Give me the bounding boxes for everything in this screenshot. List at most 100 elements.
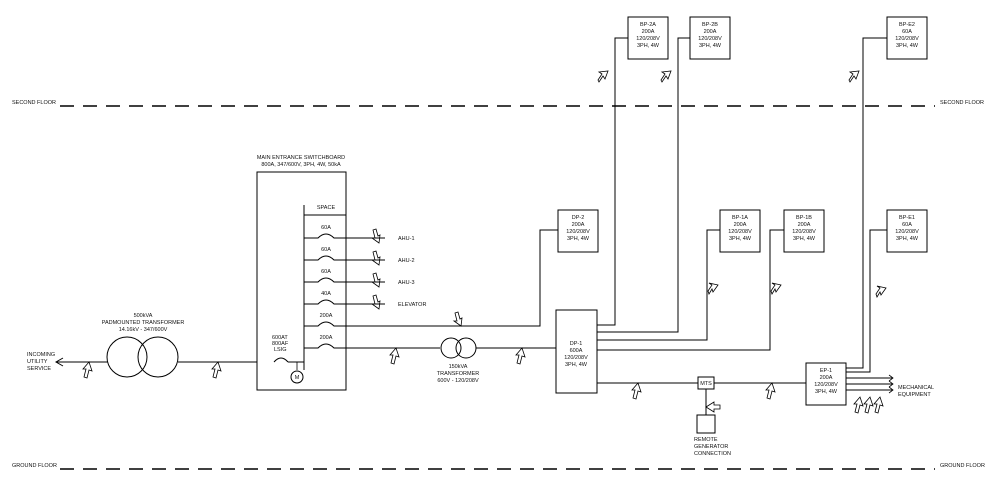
panel-bp1b-amps: 200A bbox=[798, 222, 811, 228]
incoming-label-3: SERVICE bbox=[27, 366, 51, 372]
panel-bp2b-volts: 120/208V bbox=[698, 36, 722, 42]
panel-ep1-name: EP-1 bbox=[820, 368, 832, 374]
arrow-icon bbox=[452, 311, 463, 327]
arrow-icon bbox=[863, 396, 874, 414]
arrow-icon bbox=[875, 285, 887, 298]
utility-transformer-label-3: 14.16kV - 347/600V bbox=[119, 327, 168, 333]
step-transformer-label-3: 600V - 120/208V bbox=[437, 378, 479, 384]
panel-bp2b-phase: 3PH, 4W bbox=[699, 43, 722, 49]
generator-label-3: CONNECTION bbox=[694, 451, 731, 457]
panel-dp2-amps: 200A bbox=[572, 222, 585, 228]
panel-dp1-name: DP-1 bbox=[570, 341, 583, 347]
arrow-icon bbox=[660, 70, 672, 83]
panel-bpe2-amps: 60A bbox=[902, 29, 912, 35]
breaker-ahu3-rating: 60A bbox=[321, 269, 331, 275]
step-transformer-label-1: 150kVA bbox=[449, 364, 468, 370]
arrow-icon bbox=[705, 401, 721, 413]
arrow-icon bbox=[765, 382, 776, 400]
panel-bp2a-amps: 200A bbox=[642, 29, 655, 35]
second-floor-line: SECOND FLOOR SECOND FLOOR bbox=[12, 100, 984, 107]
panel-bpe2-phase: 3PH, 4W bbox=[896, 43, 919, 49]
incoming-label-2: UTILITY bbox=[27, 359, 48, 365]
arrow-icon bbox=[370, 294, 381, 310]
transfer-switch-label: MTS bbox=[700, 381, 712, 387]
mechanical-label-2: EQUIPMENT bbox=[898, 392, 931, 398]
arrow-icon bbox=[631, 382, 642, 400]
panel-ep1-phase: 3PH, 4W bbox=[815, 389, 838, 395]
panel-bp2b-name: BP-2B bbox=[702, 22, 718, 28]
switchboard-title: MAIN ENTRANCE SWITCHBOARD bbox=[257, 155, 345, 161]
panel-ep1 bbox=[805, 362, 847, 406]
mechanical-label-1: MECHANICAL bbox=[898, 385, 934, 391]
arrow-icon bbox=[848, 70, 860, 83]
incoming-label-1: INCOMING bbox=[27, 352, 55, 358]
step-transformer-label-2: TRANSFORMER bbox=[437, 371, 480, 377]
panel-bp1a-phase: 3PH, 4W bbox=[729, 236, 752, 242]
breaker-dp2-rating: 200A bbox=[320, 313, 333, 319]
arrow-icon bbox=[370, 228, 381, 244]
breaker-transformer-rating: 200A bbox=[320, 335, 333, 341]
panel-dp2 bbox=[557, 209, 599, 253]
panel-bp1b-volts: 120/208V bbox=[792, 229, 816, 235]
arrow-icon bbox=[370, 250, 381, 266]
breaker-ahu2-rating: 60A bbox=[321, 247, 331, 253]
annotation-arrows bbox=[82, 70, 887, 414]
main-switchboard: MAIN ENTRANCE SWITCHBOARD 800A, 347/600V… bbox=[256, 155, 558, 391]
load-ahu1: AHU-1 bbox=[398, 236, 415, 242]
utility-transformer: 500kVA PADMOUNTED TRANSFORMER 14.16kV - … bbox=[102, 313, 185, 378]
main-breaker-type: LSIG bbox=[274, 347, 287, 353]
breaker-ahu1-rating: 60A bbox=[321, 225, 331, 231]
panel-dp1 bbox=[555, 309, 598, 394]
load-ahu3: AHU-3 bbox=[398, 280, 415, 286]
arrow-icon bbox=[707, 282, 719, 295]
panel-bp2b bbox=[689, 16, 731, 60]
panel-bp1b-phase: 3PH, 4W bbox=[793, 236, 816, 242]
panel-bp1a-name: BP-1A bbox=[732, 215, 748, 221]
second-floor-label-left: SECOND FLOOR bbox=[12, 100, 56, 106]
generator-label-1: REMOTE bbox=[694, 437, 718, 443]
breaker-elevator-rating: 40A bbox=[321, 291, 331, 297]
load-ahu2: AHU-2 bbox=[398, 258, 415, 264]
panel-bp2b-amps: 200A bbox=[704, 29, 717, 35]
panel-bpe1-name: BP-E1 bbox=[899, 215, 915, 221]
panel-bp2a-volts: 120/208V bbox=[636, 36, 660, 42]
ground-floor-label-left: GROUND FLOOR bbox=[12, 463, 57, 469]
arrow-icon bbox=[211, 361, 222, 379]
arrow-icon bbox=[597, 70, 609, 83]
panel-bp1b bbox=[783, 209, 825, 253]
arrow-icon bbox=[389, 347, 400, 365]
panel-bp1a bbox=[719, 209, 761, 253]
utility-transformer-label-2: PADMOUNTED TRANSFORMER bbox=[102, 320, 185, 326]
arrow-icon bbox=[370, 272, 381, 288]
panel-bp1a-amps: 200A bbox=[734, 222, 747, 228]
panel-dp2-volts: 120/208V bbox=[566, 229, 590, 235]
panel-bpe2 bbox=[886, 16, 928, 60]
meter-label: M bbox=[295, 375, 300, 381]
generator-box bbox=[696, 414, 716, 434]
ground-floor-label-right: GROUND FLOOR bbox=[940, 463, 985, 469]
arrow-icon bbox=[515, 347, 526, 365]
panel-dp1-amps: 600A bbox=[570, 348, 583, 354]
main-breaker-frame: 800AF bbox=[272, 341, 289, 347]
panel-bp1b-name: BP-1B bbox=[796, 215, 812, 221]
load-elevator: ELEVATOR bbox=[398, 302, 426, 308]
arrow-icon bbox=[82, 361, 93, 379]
panel-bpe2-volts: 120/208V bbox=[895, 36, 919, 42]
panel-bp1a-volts: 120/208V bbox=[728, 229, 752, 235]
panel-bp2a-name: BP-2A bbox=[640, 22, 656, 28]
step-down-transformer: 150kVA TRANSFORMER 600V - 120/208V bbox=[437, 337, 480, 384]
panel-dp1-phase: 3PH, 4W bbox=[565, 362, 588, 368]
panel-bp2a-phase: 3PH, 4W bbox=[637, 43, 660, 49]
main-breaker-trip: 600AT bbox=[272, 335, 288, 341]
panel-ep1-amps: 200A bbox=[820, 375, 833, 381]
arrow-icon bbox=[873, 396, 884, 414]
switchboard-rating: 800A, 347/600V, 3PH, 4W, 50kA bbox=[261, 162, 341, 168]
second-floor-label-right: SECOND FLOOR bbox=[940, 100, 984, 106]
generator-label-2: GENERATOR bbox=[694, 444, 728, 450]
ground-floor-line: GROUND FLOOR GROUND FLOOR bbox=[12, 463, 985, 470]
panel-dp2-name: DP-2 bbox=[572, 215, 585, 221]
panel-bpe1 bbox=[886, 209, 928, 253]
panel-dp2-phase: 3PH, 4W bbox=[567, 236, 590, 242]
panel-bpe1-amps: 60A bbox=[902, 222, 912, 228]
breaker-space: SPACE bbox=[317, 205, 336, 211]
